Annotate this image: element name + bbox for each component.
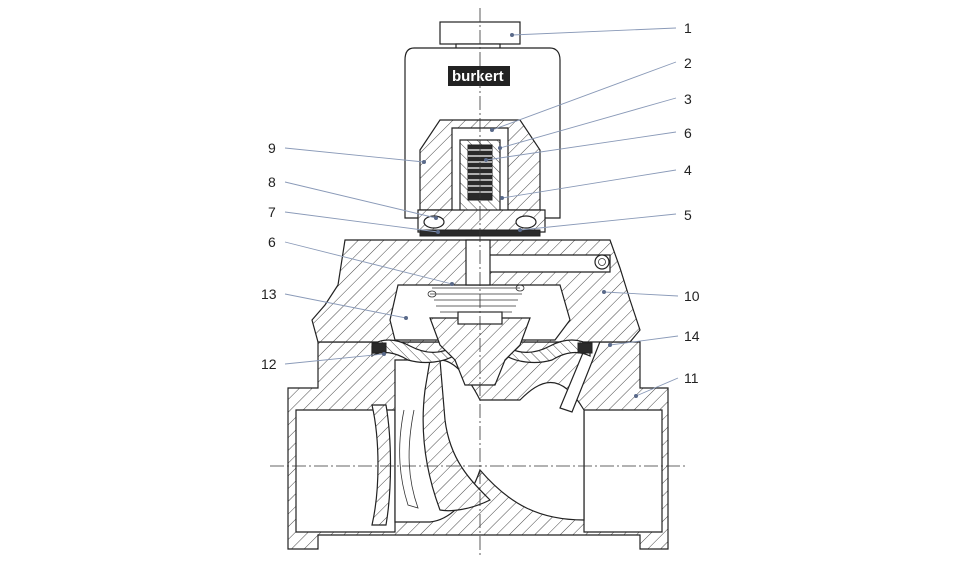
callout-6-upper: 6: [684, 125, 692, 141]
callout-7: 7: [268, 204, 276, 220]
callout-3: 3: [684, 91, 692, 107]
callout-6-lower: 6: [268, 234, 276, 250]
callout-14: 14: [684, 328, 700, 344]
callout-13: 13: [261, 286, 277, 302]
callout-2: 2: [684, 55, 692, 71]
callout-10: 10: [684, 288, 700, 304]
callout-9: 9: [268, 140, 276, 156]
callout-5: 5: [684, 207, 692, 223]
callout-8: 8: [268, 174, 276, 190]
callout-1: 1: [684, 20, 692, 36]
leader-lines: [284, 27, 679, 398]
callout-11: 11: [684, 370, 699, 386]
valve-body: [287, 299, 669, 550]
spring: [427, 284, 525, 313]
callout-4: 4: [684, 162, 692, 178]
center-lines: [270, 8, 685, 555]
brand-logo: burkert: [452, 68, 504, 85]
solenoid-coil: burkert: [404, 21, 561, 237]
callout-12: 12: [261, 356, 277, 372]
